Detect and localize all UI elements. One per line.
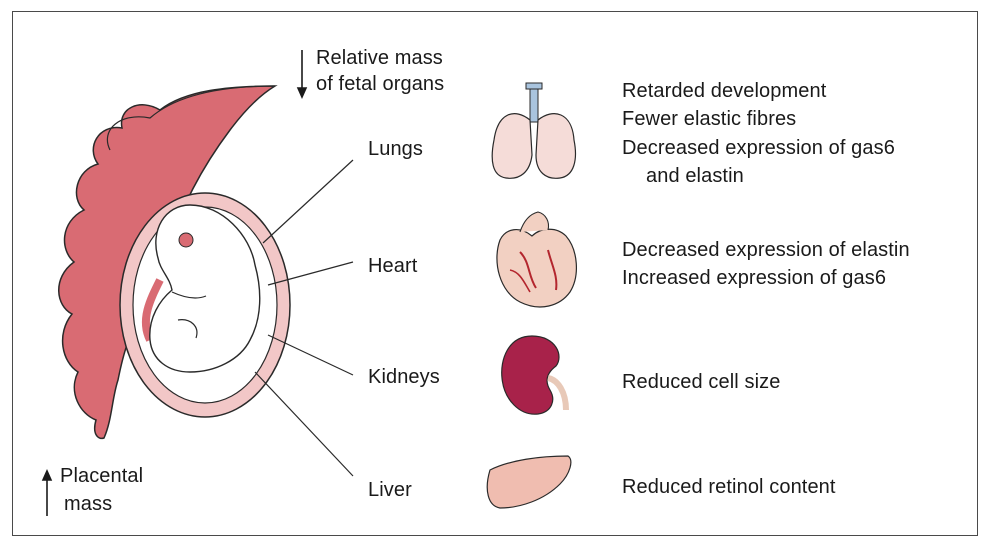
effect-kidneys-1: Reduced cell size: [622, 370, 780, 394]
effect-lungs-1: Retarded development: [622, 79, 826, 103]
effect-lungs-4: and elastin: [646, 164, 744, 188]
effect-lungs-3: Decreased expression of gas6: [622, 136, 895, 160]
relative-mass-label-line2: of fetal organs: [316, 72, 444, 96]
effect-heart-1: Decreased expression of elastin: [622, 238, 910, 262]
kidney-icon: [502, 336, 566, 414]
heart-icon: [497, 212, 576, 307]
lungs-icon: [492, 83, 575, 178]
liver-icon: [487, 456, 571, 508]
placental-mass-label-line2: mass: [64, 492, 112, 516]
effect-liver-1: Reduced retinol content: [622, 475, 836, 499]
relative-mass-label-line1: Relative mass: [316, 46, 443, 70]
arrow-down-head: [298, 88, 306, 97]
organ-label-lungs: Lungs: [368, 137, 423, 161]
organ-label-liver: Liver: [368, 478, 412, 502]
organ-label-heart: Heart: [368, 254, 417, 278]
placental-mass-label-line1: Placental: [60, 464, 143, 488]
effect-lungs-2: Fewer elastic fibres: [622, 107, 796, 131]
leader-line-liver: [255, 372, 353, 476]
organ-label-kidneys: Kidneys: [368, 365, 440, 389]
arrow-up-head: [43, 471, 51, 480]
effect-heart-2: Increased expression of gas6: [622, 266, 886, 290]
leader-line-lungs: [263, 160, 353, 243]
